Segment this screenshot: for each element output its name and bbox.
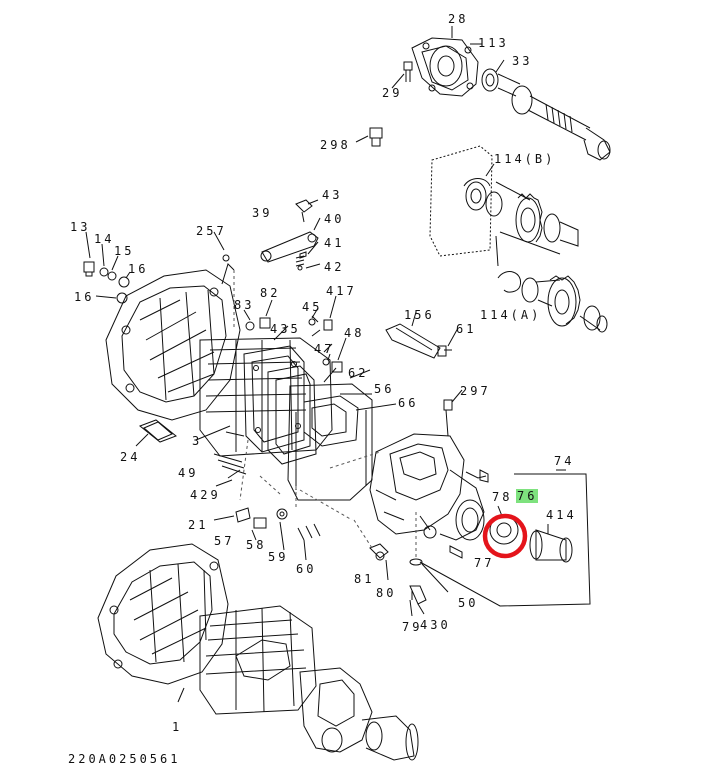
part-label-24[interactable]: 24 [120, 450, 141, 464]
part-label-257[interactable]: 257 [196, 224, 227, 238]
part-label-80[interactable]: 80 [376, 586, 397, 600]
part-label-298[interactable]: 298 [320, 138, 351, 152]
part-label-79[interactable]: 79 [402, 620, 423, 634]
part-label-13[interactable]: 13 [70, 220, 91, 234]
part-label-82[interactable]: 82 [260, 286, 281, 300]
part-label-14[interactable]: 14 [94, 232, 115, 246]
part-label-59[interactable]: 59 [268, 550, 289, 564]
part-label-113[interactable]: 113 [478, 36, 509, 50]
shift-lever-drawing [261, 200, 320, 270]
part-label-57[interactable]: 57 [214, 534, 235, 548]
part-label-62[interactable]: 62 [348, 366, 369, 380]
selected-part-highlight-ring [485, 516, 525, 556]
rear-extension-housing-drawing [370, 434, 590, 606]
part-label-74[interactable]: 74 [554, 454, 575, 468]
part-label-76-selected[interactable]: 76 [516, 489, 539, 503]
part-label-45[interactable]: 45 [302, 300, 323, 314]
part-label-33[interactable]: 33 [512, 54, 533, 68]
part-label-16-upper[interactable]: 16 [128, 262, 149, 276]
part-label-83[interactable]: 83 [234, 298, 255, 312]
transmission-case-front-drawing [106, 232, 332, 456]
part-label-114b[interactable]: 114(B) [494, 152, 556, 166]
part-label-58[interactable]: 58 [246, 538, 267, 552]
shift-rail-156-drawing [386, 312, 458, 358]
part-label-1[interactable]: 1 [172, 720, 183, 734]
part-label-41[interactable]: 41 [324, 236, 345, 250]
part-label-435[interactable]: 435 [270, 322, 301, 336]
pin-297-drawing [444, 390, 462, 436]
part-label-61[interactable]: 61 [456, 322, 477, 336]
part-label-417[interactable]: 417 [326, 284, 357, 298]
part-label-50[interactable]: 50 [458, 596, 479, 610]
part-label-48[interactable]: 48 [344, 326, 365, 340]
lower-fasteners-drawing [214, 508, 320, 560]
part-label-78[interactable]: 78 [492, 490, 513, 504]
part-label-49[interactable]: 49 [178, 466, 199, 480]
small-fasteners-middle-drawing [244, 296, 346, 372]
part-label-3[interactable]: 3 [192, 434, 203, 448]
part-label-39[interactable]: 39 [252, 206, 273, 220]
part-label-66[interactable]: 66 [398, 396, 419, 410]
part-label-56[interactable]: 56 [374, 382, 395, 396]
part-label-81[interactable]: 81 [354, 572, 375, 586]
part-label-15[interactable]: 15 [114, 244, 135, 258]
part-label-430[interactable]: 430 [420, 618, 451, 632]
part-label-16-lower[interactable]: 16 [74, 290, 95, 304]
gear-assembly-114b-drawing [430, 146, 607, 332]
extension-housing-drawing [392, 26, 610, 160]
part-label-28[interactable]: 28 [448, 12, 469, 26]
part-label-429[interactable]: 429 [190, 488, 221, 502]
gaskets-plates-drawing [244, 316, 396, 500]
part-label-60[interactable]: 60 [296, 562, 317, 576]
part-label-297[interactable]: 297 [460, 384, 491, 398]
part-label-21[interactable]: 21 [188, 518, 209, 532]
part-label-42[interactable]: 42 [324, 260, 345, 274]
part-label-414[interactable]: 414 [546, 508, 577, 522]
part-label-40[interactable]: 40 [324, 212, 345, 226]
alignment-guides [234, 270, 416, 560]
part-label-114a[interactable]: 114(A) [480, 308, 542, 322]
part-label-47[interactable]: 47 [314, 342, 335, 356]
complete-transmission-drawing [98, 544, 418, 760]
part-label-77[interactable]: 77 [474, 556, 495, 570]
part-label-43[interactable]: 43 [322, 188, 343, 202]
plug-298-drawing [356, 128, 382, 146]
drawing-code: 220A0250561 [68, 752, 181, 766]
rear-fasteners-drawing [370, 544, 448, 616]
part-label-156[interactable]: 156 [404, 308, 435, 322]
part-label-29[interactable]: 29 [382, 86, 403, 100]
fasteners-13-16-drawing [84, 232, 130, 303]
cover-and-studs-drawing [136, 420, 246, 486]
